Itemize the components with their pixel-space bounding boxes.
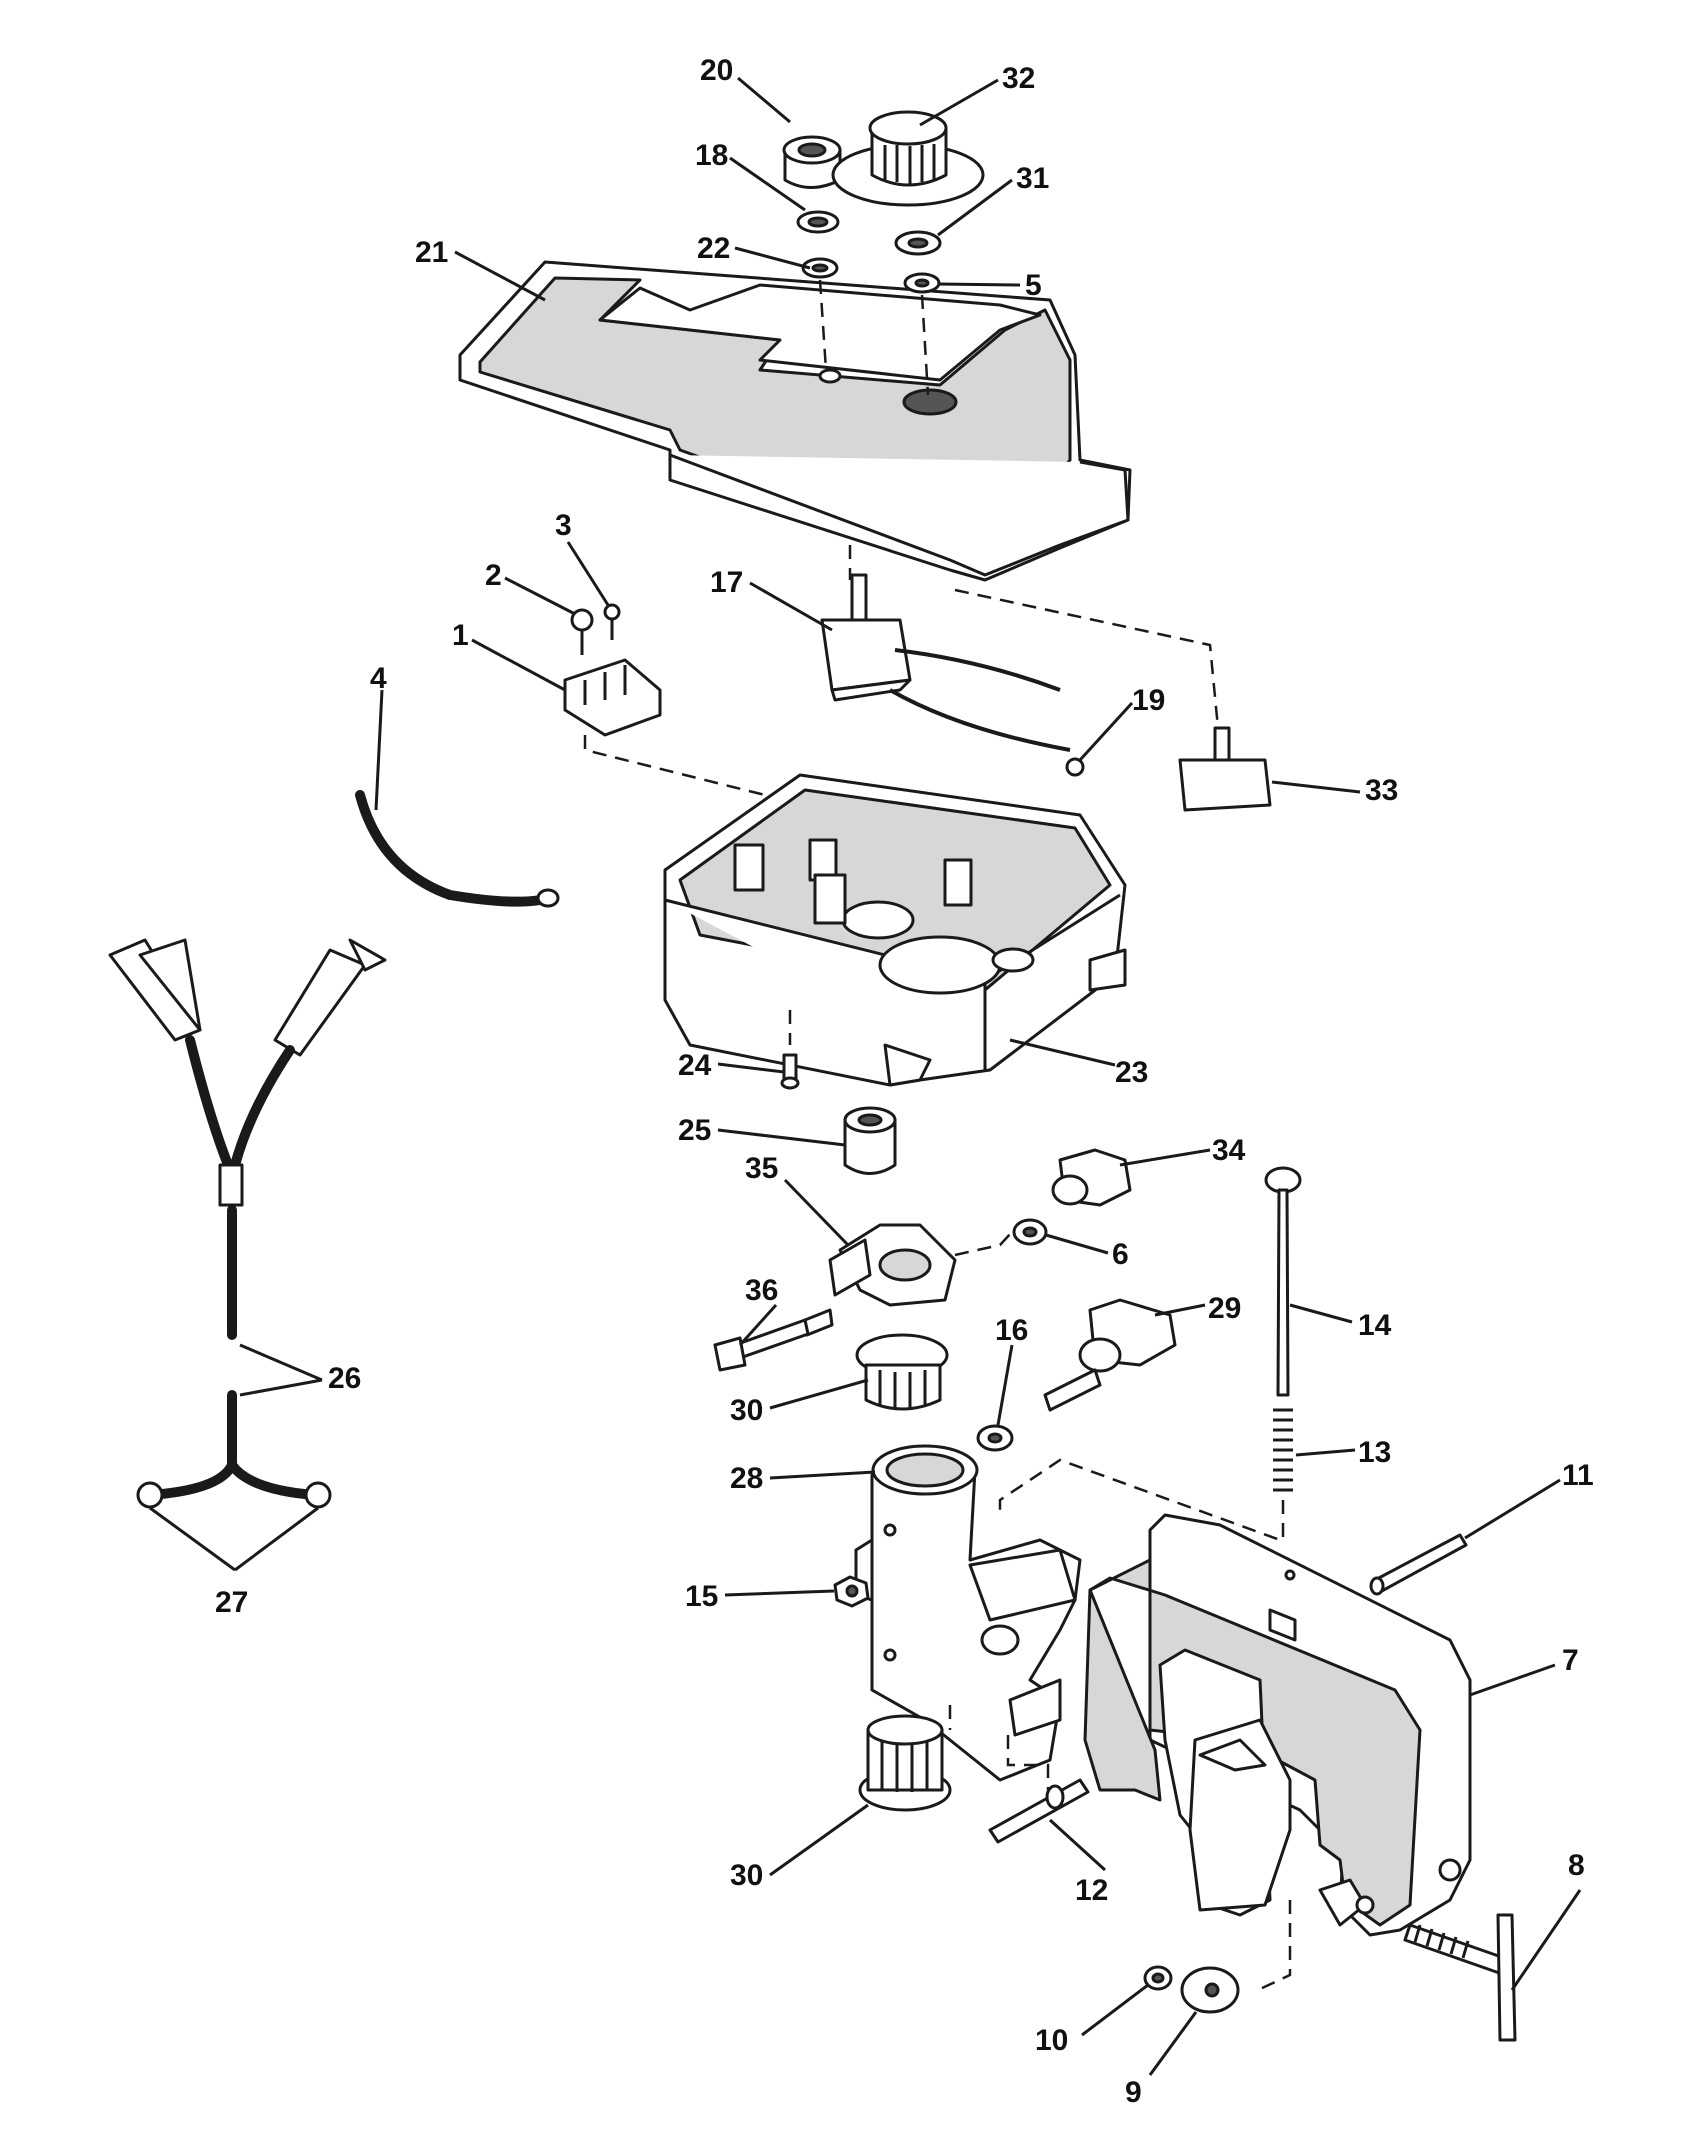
part-15-nut: [833, 1575, 870, 1608]
callout-18: 18: [695, 139, 728, 172]
callout-34: 34: [1212, 1134, 1246, 1167]
part-25-grommet: [843, 1106, 897, 1175]
part-27-ring-terminals: [136, 1460, 332, 1509]
callout-labels: 20 32 18 31 22 5 21 2 3 1 4 17 19 33 24 …: [215, 54, 1594, 2109]
part-1-terminal-block: [563, 658, 662, 737]
callout-5: 5: [1025, 269, 1042, 302]
callout-30-top: 30: [730, 1394, 763, 1427]
part-18-washer: [796, 210, 840, 234]
part-36-bolt: [713, 1308, 834, 1372]
callout-16: 16: [995, 1314, 1028, 1347]
part-6-washer: [1012, 1218, 1048, 1246]
part-7-clamp-bracket: [1083, 1513, 1472, 1937]
part-34-wing-nut: [1051, 1148, 1132, 1207]
callout-32: 32: [1002, 62, 1035, 95]
callout-25: 25: [678, 1114, 711, 1147]
part-10-nut: [1143, 1965, 1173, 1991]
callout-6: 6: [1112, 1238, 1129, 1271]
part-29-wing-bolt: [1043, 1298, 1177, 1412]
part-8-t-screw: [1403, 1913, 1517, 2042]
part-16-washer: [976, 1424, 1014, 1452]
callout-17: 17: [710, 566, 743, 599]
callout-14: 14: [1358, 1309, 1392, 1342]
callout-10: 10: [1035, 2024, 1068, 2057]
callout-35: 35: [745, 1152, 778, 1185]
part-22-nut: [801, 257, 839, 279]
part-14-shaft: [1264, 1166, 1302, 1397]
part-17-switch: [820, 545, 1071, 752]
callout-24: 24: [678, 1049, 712, 1082]
part-30-bottom-bushing: [858, 1705, 952, 1812]
part-24-screw: [780, 1010, 800, 1090]
part-19-wire-terminal: [1065, 757, 1085, 777]
part-20-bushing: [782, 135, 842, 189]
part-30-top-bushing: [855, 1333, 949, 1411]
callout-9: 9: [1125, 2076, 1142, 2109]
callout-29: 29: [1208, 1292, 1241, 1325]
part-23-housing: [663, 773, 1127, 1087]
part-21-pedal-cover: [458, 260, 1132, 582]
part-3-screw: [603, 603, 621, 640]
part-12-pin: [988, 1778, 1090, 1844]
callout-30-bottom: 30: [730, 1859, 763, 1892]
part-35-clamp: [828, 1223, 1013, 1307]
callout-1: 1: [452, 619, 469, 652]
callout-27: 27: [215, 1586, 248, 1619]
callout-7: 7: [1562, 1644, 1579, 1677]
callout-8: 8: [1568, 1849, 1585, 1882]
part-13-spring: [998, 1408, 1293, 1542]
callout-3: 3: [555, 509, 572, 542]
callout-28: 28: [730, 1462, 763, 1495]
part-5-lockwasher: [903, 272, 941, 294]
callout-19: 19: [1132, 684, 1165, 717]
part-4-wire: [355, 790, 560, 908]
part-28-bracket: [854, 1444, 1082, 1790]
callout-12: 12: [1075, 1874, 1108, 1907]
part-33-switch: [954, 588, 1272, 812]
callout-33: 33: [1365, 774, 1398, 807]
callout-21: 21: [415, 236, 448, 269]
part-2-screw: [570, 608, 594, 655]
callout-15: 15: [685, 1580, 718, 1613]
part-31-washer: [894, 230, 942, 256]
callout-11: 11: [1562, 1459, 1594, 1492]
callout-2: 2: [485, 559, 502, 592]
callout-20: 20: [700, 54, 733, 87]
part-26-battery-cable: [108, 938, 387, 1470]
callout-22: 22: [697, 232, 730, 265]
callout-23: 23: [1115, 1056, 1148, 1089]
callout-26: 26: [328, 1362, 361, 1395]
callout-31: 31: [1016, 162, 1049, 195]
leader-lines: [149, 76, 1582, 2076]
callout-36: 36: [745, 1274, 778, 1307]
part-32-knob: [831, 110, 985, 207]
part-11-pin: [1369, 1533, 1468, 1596]
callout-13: 13: [1358, 1436, 1391, 1469]
callout-4: 4: [370, 662, 387, 695]
part-9-pad: [1180, 1900, 1292, 2014]
